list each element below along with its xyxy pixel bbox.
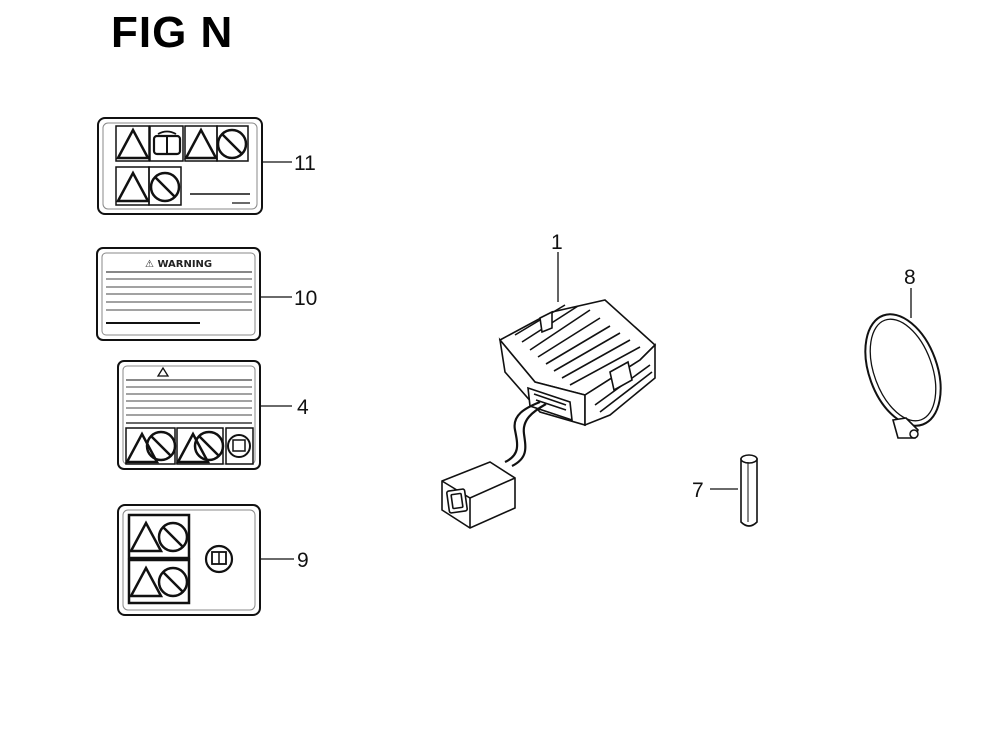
- callout-number-8: 8: [904, 266, 916, 289]
- warning-header-text: ⚠ WARNING: [145, 259, 212, 270]
- callout-4: 4: [260, 396, 309, 419]
- label-11-decal: [97, 117, 263, 215]
- callout-11: 11: [262, 152, 316, 175]
- callout-1: 1: [551, 231, 563, 302]
- callout-number-4: 4: [297, 396, 309, 419]
- label-9-decal: [117, 504, 261, 616]
- callout-number-9: 9: [297, 549, 309, 572]
- figure-title: FIG N: [111, 8, 234, 57]
- label-4-decal: [117, 360, 261, 470]
- label-10-decal: ⚠ WARNING: [96, 247, 261, 341]
- warning-triangle-icon: [156, 366, 170, 377]
- manual-book-icon: [204, 544, 234, 574]
- callout-number-1: 1: [551, 231, 563, 254]
- warning-triangle-icon: [115, 125, 150, 162]
- regulator-rectifier-part: [441, 299, 657, 529]
- hose-clamp-part: [864, 313, 942, 439]
- tube-part: [740, 454, 758, 527]
- callout-8: 8: [904, 266, 916, 318]
- callout-9: 9: [260, 549, 309, 572]
- callout-7: 7: [692, 479, 738, 502]
- prohibition-icon: [216, 125, 249, 162]
- callout-number-11: 11: [294, 152, 316, 175]
- warning-triangle-icon: [127, 558, 191, 605]
- manual-book-icon: [149, 125, 184, 162]
- callout-number-7: 7: [692, 479, 704, 502]
- callout-number-10: 10: [294, 287, 317, 310]
- prohibition-icon: [148, 166, 182, 206]
- manual-book-icon: [225, 427, 254, 465]
- callout-10: 10: [260, 287, 317, 310]
- warning-triangle-icon: [127, 513, 191, 560]
